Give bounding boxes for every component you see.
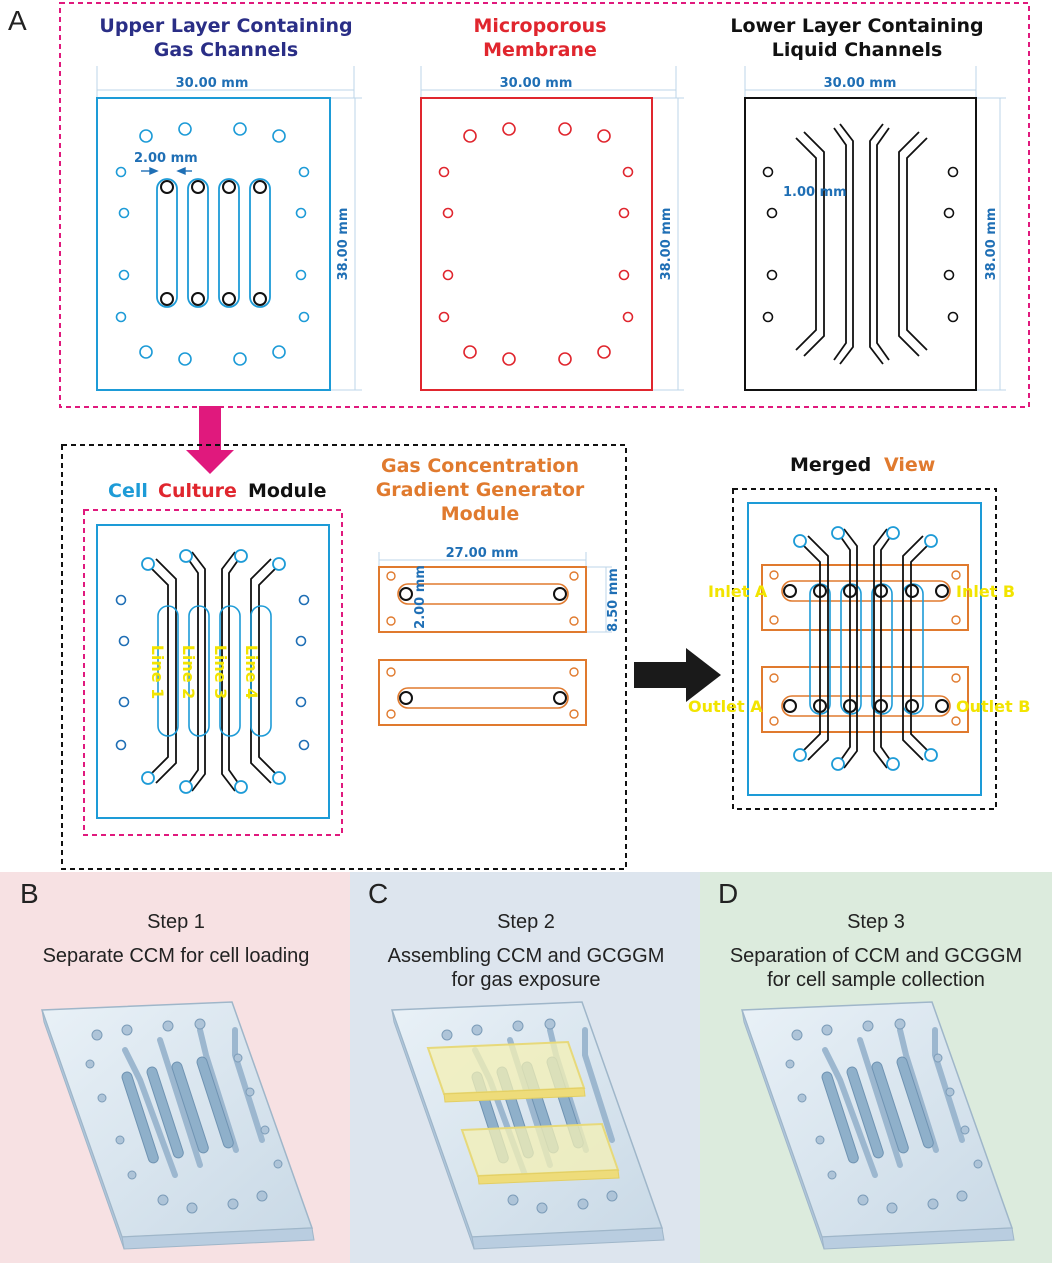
merged-title-merged: Merged (790, 454, 871, 476)
step-1-title: Step 1 (147, 911, 205, 933)
down-arrow (186, 406, 234, 474)
ccm-title-module: Module (248, 480, 327, 502)
gcggm-upper-piece (378, 566, 587, 633)
merged-gas-channels (809, 583, 924, 715)
upper-ports (115, 122, 310, 366)
gcggm-length-label: 27.00 mm (446, 546, 519, 561)
panel-label-d: D (718, 878, 738, 909)
step-3-chip (740, 1001, 1015, 1250)
outlet-a-label: Outlet A (688, 697, 763, 716)
upper-width-label: 30.00 mm (176, 76, 249, 91)
merged-outline (747, 502, 982, 796)
membrane-outline (420, 97, 653, 391)
step-2-line-2: for gas exposure (452, 969, 601, 991)
upper-gap-arrows (141, 166, 192, 176)
merged-dashed-frame (732, 488, 997, 810)
merged-title-view: View (884, 454, 935, 476)
step-1-chip (40, 1001, 315, 1250)
inlet-a-label: Inlet A (708, 582, 768, 601)
modules-dashed-frame (61, 444, 627, 870)
lower-height-dimension (976, 97, 1006, 391)
gcggm-lower-piece (378, 659, 587, 726)
gcggm-length-dimension (378, 552, 587, 567)
panel-label-c: C (368, 878, 388, 909)
ccm-side-ports (115, 594, 310, 751)
lower-liquid-channels (795, 123, 928, 365)
upper-width-dimension (96, 66, 355, 98)
step-1-line-1: Separate CCM for cell loading (43, 945, 310, 967)
gcggm-width-label: 2.00 mm (413, 565, 428, 629)
ccm-outline (96, 524, 330, 819)
upper-layer-title-2: Gas Channels (154, 39, 298, 61)
outlet-b-label: Outlet B (956, 697, 1030, 716)
gcggm-title-2: Gradient Generator (376, 479, 585, 501)
panel-label-a: A (8, 5, 27, 36)
membrane-width-dimension (420, 66, 677, 98)
gcggm-height-label: 8.50 mm (606, 568, 621, 632)
merged-gas-ports (783, 584, 949, 713)
lower-layer-outline (744, 97, 977, 391)
step-3-title: Step 3 (847, 911, 905, 933)
line-2-label: Line 2 (179, 645, 198, 700)
line-3-label: Line 3 (211, 645, 230, 700)
lower-layer-title-2: Liquid Channels (772, 39, 943, 61)
merged-liquid-channels (799, 528, 932, 769)
step-2-title: Step 2 (497, 911, 555, 933)
step-3-line-2: for cell sample collection (767, 969, 985, 991)
layers-dashed-frame (59, 2, 1030, 408)
inlet-b-label: Inlet B (956, 582, 1015, 601)
merged-gcggm-pieces (761, 564, 969, 733)
upper-gap-label: 2.00 mm (134, 151, 198, 166)
line-1-label: Line 1 (148, 645, 167, 700)
membrane-height-label: 38.00 mm (659, 208, 674, 281)
membrane-ports (438, 122, 634, 366)
membrane-height-dimension (652, 97, 684, 391)
membrane-title-1: Microporous (473, 15, 606, 37)
lower-height-label: 38.00 mm (984, 208, 999, 281)
ccm-gas-channels (157, 605, 272, 737)
upper-layer-title-1: Upper Layer Containing (99, 15, 352, 37)
step-3-line-1: Separation of CCM and GCGGM (730, 945, 1022, 967)
lower-channel-width-label: 1.00 mm (783, 185, 847, 200)
upper-height-dimension (330, 97, 362, 391)
right-arrow (634, 648, 721, 702)
upper-gas-channels (156, 178, 271, 308)
ccm-inlet-ports (141, 549, 286, 794)
lower-ports (762, 166, 959, 323)
gcggm-title-3: Module (441, 503, 520, 525)
upper-height-label: 38.00 mm (336, 208, 351, 281)
lower-width-label: 30.00 mm (824, 76, 897, 91)
panel-label-b: B (20, 878, 39, 909)
ccm-title-culture: Culture (158, 480, 237, 502)
step-2-chip (390, 1001, 665, 1250)
membrane-title-2: Membrane (483, 39, 597, 61)
gcggm-title-1: Gas Concentration (381, 455, 579, 477)
line-4-label: Line 4 (242, 645, 261, 700)
gcggm-height-dimension (586, 566, 612, 633)
ccm-dashed-frame (83, 509, 343, 836)
merged-ports (793, 526, 938, 771)
ccm-title-cell: Cell (108, 480, 148, 502)
lower-layer-title-1: Lower Layer Containing (730, 15, 983, 37)
step-2-line-1: Assembling CCM and GCGGM (388, 945, 665, 967)
membrane-width-label: 30.00 mm (500, 76, 573, 91)
lower-width-dimension (744, 66, 977, 98)
upper-layer-outline (96, 97, 331, 391)
